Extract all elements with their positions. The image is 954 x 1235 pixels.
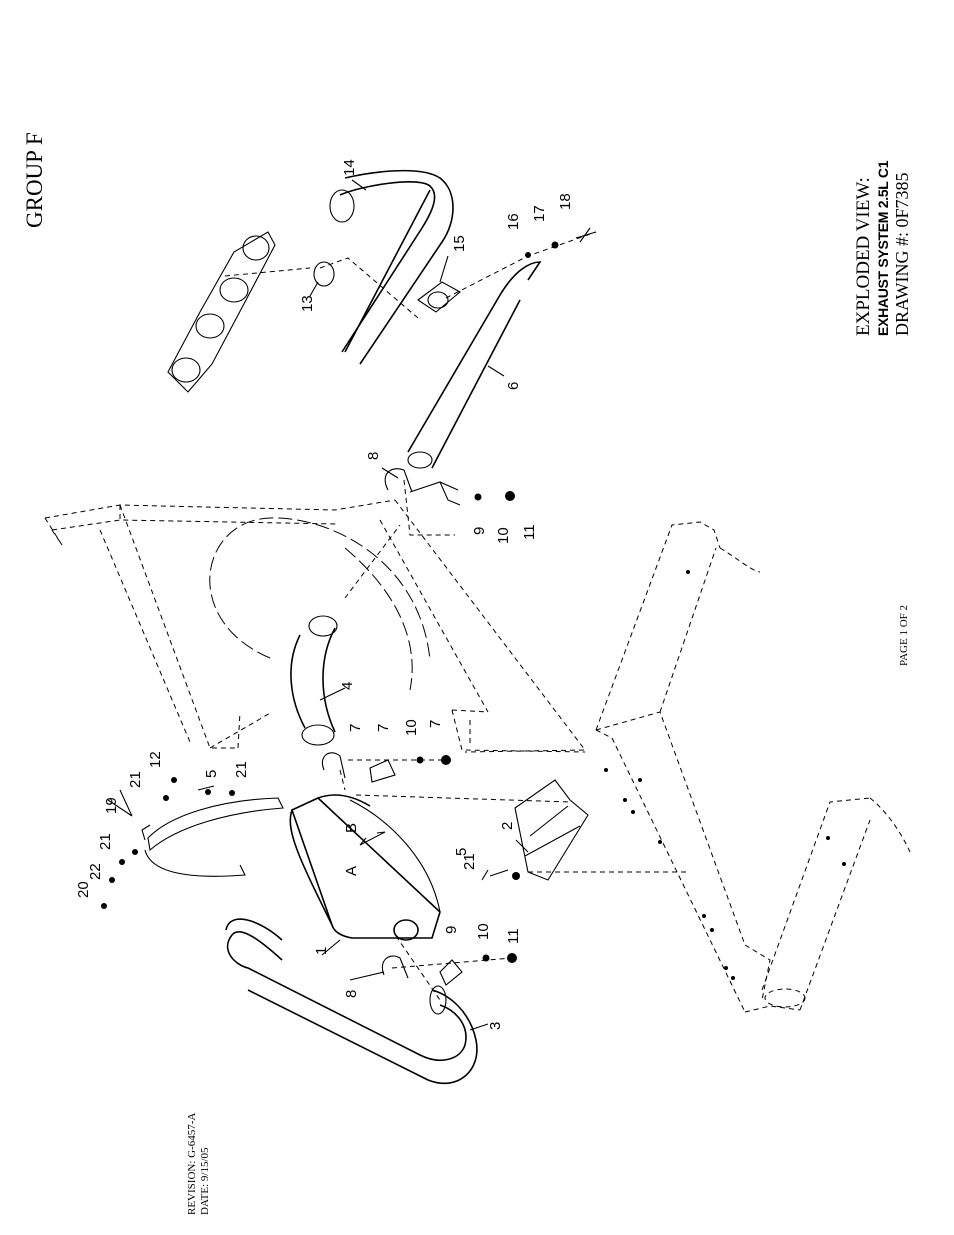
callout-10b: 10 bbox=[403, 719, 420, 736]
callout-12: 12 bbox=[147, 751, 164, 768]
u-bolt-clamp-set bbox=[322, 468, 463, 986]
flow-label-a: A bbox=[343, 866, 360, 876]
callout-9b: 9 bbox=[443, 926, 460, 934]
callout-5b: 5 bbox=[453, 848, 470, 856]
callout-10a: 10 bbox=[495, 527, 512, 544]
callout-7c: 7 bbox=[427, 720, 444, 728]
hanger-strap bbox=[141, 797, 284, 877]
callouts: 1 2 3 4 5 5 6 7 7 7 8 8 9 9 10 10 10 11 … bbox=[75, 159, 574, 1030]
callout-16: 16 bbox=[505, 213, 522, 230]
callout-8b: 8 bbox=[343, 990, 360, 998]
exhaust-manifold bbox=[167, 231, 335, 393]
callout-18: 18 bbox=[557, 193, 574, 210]
callout-7a: 7 bbox=[347, 724, 364, 732]
vehicle-frame-outline bbox=[44, 499, 586, 753]
title-line-drawing-number: DRAWING #: 0F7385 bbox=[892, 172, 912, 336]
revision-date: DATE: 9/15/05 bbox=[199, 1147, 211, 1215]
callout-21b: 21 bbox=[233, 761, 250, 778]
page-label: PAGE 1 OF 2 bbox=[898, 604, 910, 666]
callout-9a: 9 bbox=[471, 527, 488, 535]
callout-8a: 8 bbox=[365, 452, 382, 460]
title-block: EXPLODED VIEW: EXHAUST SYSTEM 2.5L C1 DR… bbox=[853, 160, 912, 336]
callout-22: 22 bbox=[87, 863, 104, 880]
callout-3: 3 bbox=[487, 1022, 504, 1030]
callout-20: 20 bbox=[75, 881, 92, 898]
inlet-pipe bbox=[290, 615, 338, 746]
callout-leaders bbox=[107, 179, 529, 1031]
callout-5a: 5 bbox=[203, 770, 220, 778]
callout-15: 15 bbox=[451, 235, 468, 252]
group-title: GROUP F bbox=[22, 132, 47, 228]
callout-21c: 21 bbox=[97, 833, 114, 850]
flange bbox=[417, 281, 461, 313]
callout-7b: 7 bbox=[375, 724, 392, 732]
callout-1: 1 bbox=[313, 947, 330, 955]
frame-rail bbox=[595, 521, 911, 1013]
front-pipe bbox=[407, 261, 542, 469]
manifold-pipe bbox=[329, 169, 454, 365]
callout-17: 17 bbox=[531, 205, 548, 222]
muffler: A B bbox=[289, 794, 441, 941]
bolts bbox=[197, 227, 597, 881]
hardware bbox=[101, 241, 559, 963]
tailpipe bbox=[225, 918, 478, 1085]
callout-10c: 10 bbox=[475, 923, 492, 940]
title-line-system: EXHAUST SYSTEM 2.5L C1 bbox=[875, 160, 891, 336]
callout-21a: 21 bbox=[127, 771, 144, 788]
revision-block: REVISION: G-6457-A DATE: 9/15/05 bbox=[186, 1113, 212, 1215]
revision-number: REVISION: G-6457-A bbox=[186, 1112, 198, 1215]
callout-13: 13 bbox=[299, 295, 316, 312]
callout-11a: 11 bbox=[521, 524, 538, 540]
callout-14: 14 bbox=[341, 159, 358, 176]
callout-4: 4 bbox=[339, 682, 356, 690]
callout-2: 2 bbox=[499, 822, 516, 830]
callout-11b: 11 bbox=[505, 928, 522, 944]
callout-19: 19 bbox=[103, 797, 120, 814]
crossmember-arc bbox=[209, 517, 431, 661]
heat-shield bbox=[514, 779, 589, 881]
title-line-exploded-view: EXPLODED VIEW: bbox=[853, 177, 874, 336]
callout-6: 6 bbox=[505, 382, 522, 390]
assembly-lines bbox=[224, 231, 690, 1001]
callout-21d: 21 bbox=[461, 853, 478, 870]
flow-label-b: B bbox=[343, 823, 360, 833]
